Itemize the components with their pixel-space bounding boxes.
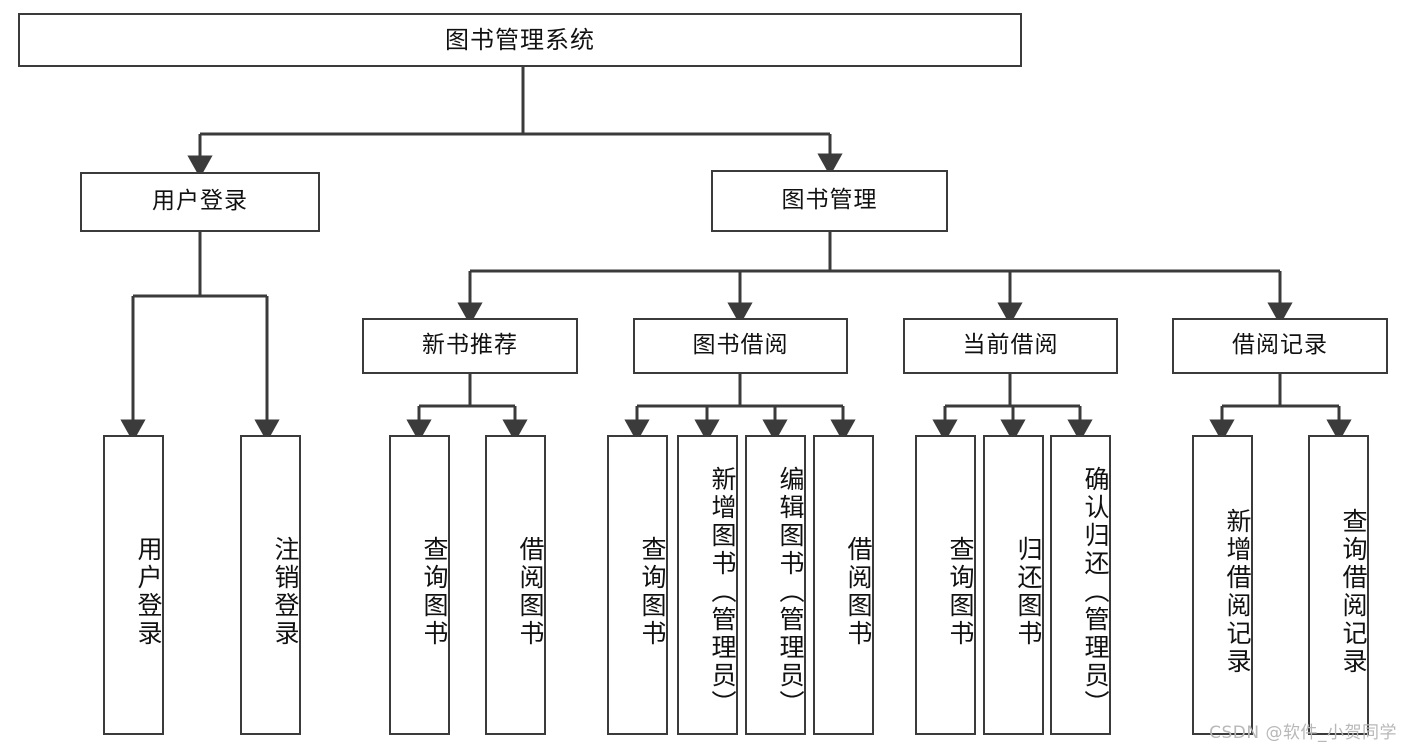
node-label: 查询图书 (638, 536, 667, 648)
node-label: 查询图书 (946, 536, 975, 648)
node-book-manage[interactable]: 图书管理 (711, 170, 948, 232)
node-label: 借阅图书 (844, 536, 873, 648)
node-new-book-recommend[interactable]: 新书推荐 (362, 318, 578, 374)
csdn-watermark: CSDN @软件_小贺同学 (1209, 723, 1397, 743)
node-label: 归还图书 (1014, 536, 1043, 648)
node-label: 当前借阅 (962, 332, 1059, 359)
node-label: 新增图书（管理员） (708, 466, 737, 718)
leaf-add-borrow-record[interactable]: 新增借阅记录 (1192, 435, 1253, 735)
node-label: 用户登录 (134, 536, 163, 648)
node-root-system[interactable]: 图书管理系统 (18, 13, 1022, 67)
leaf-borrow-book-recommend[interactable]: 借阅图书 (485, 435, 546, 735)
leaf-borrow-book[interactable]: 借阅图书 (813, 435, 874, 735)
node-label: 注销登录 (271, 536, 300, 648)
node-label: 借阅图书 (516, 536, 545, 648)
leaf-return-book[interactable]: 归还图书 (983, 435, 1044, 735)
node-label: 图书管理 (781, 187, 878, 214)
node-label: 编辑图书（管理员） (776, 466, 805, 718)
leaf-user-logout[interactable]: 注销登录 (240, 435, 301, 735)
leaf-query-book-borrow[interactable]: 查询图书 (607, 435, 668, 735)
leaf-add-book[interactable]: 新增图书（管理员） (677, 435, 738, 735)
leaf-query-borrow-record[interactable]: 查询借阅记录 (1308, 435, 1369, 735)
leaf-query-book-current[interactable]: 查询图书 (915, 435, 976, 735)
node-label: 新书推荐 (422, 332, 518, 359)
node-book-borrow[interactable]: 图书借阅 (633, 318, 848, 374)
node-label: 借阅记录 (1232, 332, 1328, 359)
node-label: 图书管理系统 (445, 25, 595, 54)
node-label: 确认归还（管理员） (1081, 466, 1110, 718)
node-borrow-record[interactable]: 借阅记录 (1172, 318, 1388, 374)
leaf-edit-book[interactable]: 编辑图书（管理员） (745, 435, 806, 735)
node-current-borrow[interactable]: 当前借阅 (903, 318, 1118, 374)
node-label: 图书借阅 (692, 332, 789, 359)
node-label: 查询图书 (420, 536, 449, 648)
node-label: 查询借阅记录 (1339, 508, 1368, 676)
leaf-user-login[interactable]: 用户登录 (103, 435, 164, 735)
node-label: 新增借阅记录 (1223, 508, 1252, 676)
node-user-login[interactable]: 用户登录 (80, 172, 320, 232)
leaf-confirm-return[interactable]: 确认归还（管理员） (1050, 435, 1111, 735)
node-label: 用户登录 (152, 188, 248, 215)
leaf-query-book-recommend[interactable]: 查询图书 (389, 435, 450, 735)
